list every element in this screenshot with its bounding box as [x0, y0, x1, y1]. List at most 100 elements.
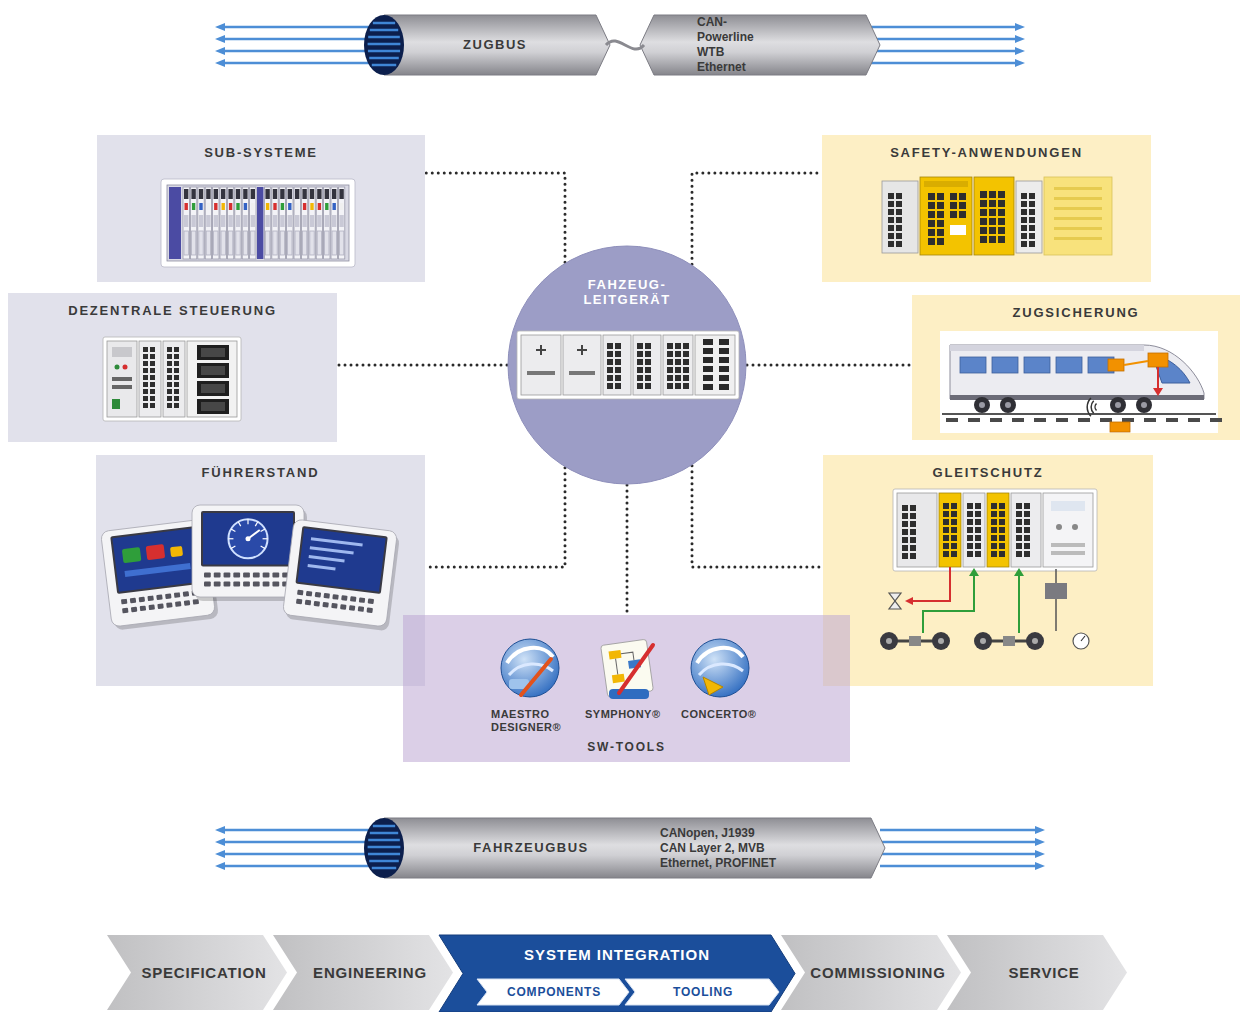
illustration-part [960, 357, 986, 373]
illustration-part [294, 187, 300, 259]
illustration-part [309, 555, 345, 562]
illustration-part [184, 215, 188, 227]
bus-arrow [215, 47, 385, 55]
text-slot: GLEITSCHUTZ [823, 461, 1153, 485]
illustration-part [204, 582, 211, 587]
rack-illustration [161, 179, 355, 267]
illustration-part [215, 838, 225, 846]
illustration-part [609, 650, 622, 660]
illustration-part [923, 575, 974, 633]
illustration-part [991, 551, 997, 557]
illustration-part [719, 375, 729, 381]
illustration-part [615, 383, 621, 389]
illustration-part [367, 607, 373, 613]
text-slot: CANopen, J1939 CAN Layer 2, MVB Ethernet… [660, 818, 780, 878]
illustration-part [1029, 241, 1035, 247]
illustration-part [325, 231, 329, 255]
illustration-part [139, 341, 161, 417]
illustration-part [980, 191, 987, 198]
illustration-part [1029, 201, 1035, 207]
illustration-part [1044, 177, 1112, 255]
illustration-part [228, 215, 232, 227]
illustration-part [959, 193, 966, 200]
illustration-part [201, 384, 225, 393]
illustration-part [139, 597, 145, 603]
illustration-part [1110, 422, 1130, 432]
illustration-part [1021, 209, 1027, 215]
illustration-part [888, 241, 894, 247]
illustration-part [870, 50, 1018, 53]
illustration-part [1124, 361, 1148, 365]
illustration-part [920, 177, 972, 255]
illustration-part [998, 227, 1005, 234]
dez-illustration [103, 337, 241, 421]
illustration-part [910, 537, 916, 543]
illustration-part [950, 225, 966, 235]
illustration-part [315, 592, 321, 598]
illustration-part [896, 209, 902, 215]
illustration-part [199, 231, 203, 255]
illustration-part [243, 231, 247, 255]
illustration-part [324, 593, 330, 599]
text-slot: SERVICE [973, 935, 1115, 1010]
illustration-part [928, 238, 935, 245]
illustration-part [950, 202, 957, 209]
safety-illustration [882, 177, 1112, 255]
shape-art [96, 455, 425, 686]
illustration-part [150, 382, 155, 387]
illustration-part [1016, 543, 1022, 549]
illustration-part [615, 351, 621, 357]
illustration-part [1024, 527, 1030, 533]
illustration-part [161, 179, 355, 267]
illustration-part [999, 511, 1005, 517]
illustration-part [236, 203, 239, 210]
illustration-part [1051, 551, 1085, 555]
illustration-part [122, 547, 142, 563]
illustration-part [645, 359, 651, 365]
illustration-part [228, 231, 232, 255]
phase-chevron: COMMISSIONING [781, 935, 961, 1010]
illustration-part [645, 383, 651, 389]
illustration-part [310, 231, 314, 255]
illustration-part [943, 503, 949, 509]
illustration-part [943, 543, 949, 549]
illustration-part [297, 590, 303, 596]
illustration-part [703, 348, 713, 354]
illustration-part [951, 543, 957, 549]
bus-arrow [215, 59, 385, 67]
illustration-part [637, 351, 643, 357]
illustration-part [251, 231, 255, 255]
bus-arrow [880, 838, 1045, 846]
illustration-part [253, 582, 260, 587]
illustration-part [880, 841, 1038, 844]
illustration-part [1032, 638, 1038, 644]
illustration-part [980, 227, 987, 234]
illustration-part [951, 535, 957, 541]
illustration-part [1148, 353, 1168, 367]
illustration-part [149, 604, 155, 610]
chevron-shape [477, 979, 629, 1005]
illustration-part [521, 335, 561, 395]
illustration-part [228, 538, 233, 539]
illustration-part [870, 38, 1018, 41]
illustration-part [222, 865, 385, 868]
illustration-part [989, 191, 996, 198]
illustration-part [190, 187, 196, 259]
illustration-part [191, 215, 195, 227]
illustration-part [1021, 233, 1027, 239]
illustration-part [251, 189, 255, 199]
illustration-part [615, 375, 621, 381]
vehicle-bus-cable: FAHRZEUGBUSCANopen, J1939 CAN Layer 2, M… [370, 818, 885, 878]
illustration-part [174, 592, 180, 598]
illustration-part [206, 189, 210, 199]
illustration-part [167, 347, 172, 352]
illustration-part [303, 203, 306, 210]
illustration-part [951, 511, 957, 517]
illustration-part [999, 551, 1005, 557]
illustration-part [206, 231, 210, 255]
illustration-part [896, 225, 902, 231]
illustration-part [302, 189, 306, 199]
dotted-connector [425, 173, 565, 262]
illustration-part [243, 573, 250, 578]
illustration-part [897, 493, 937, 567]
